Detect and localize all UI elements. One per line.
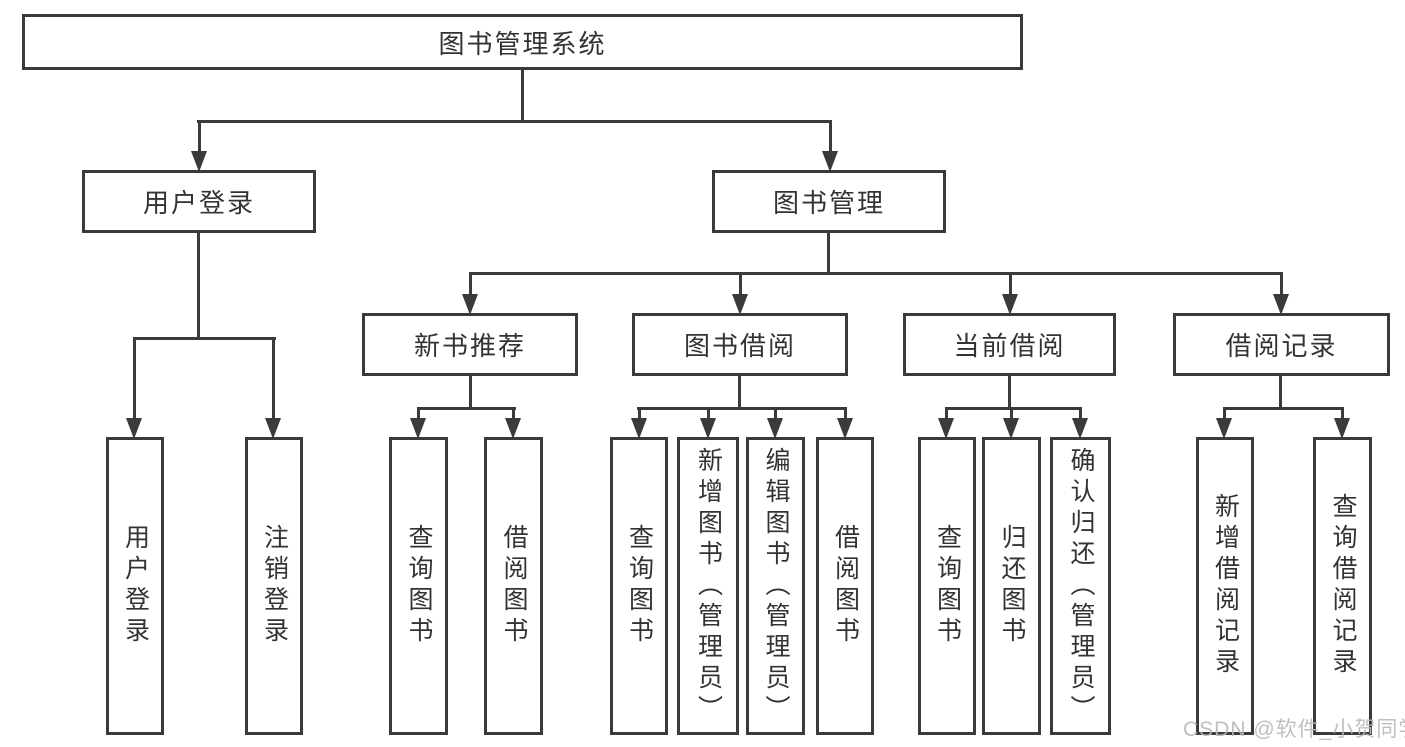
connector-hline: [133, 337, 276, 340]
leaf-logout-login: 注销登录: [245, 437, 303, 735]
node-label: 查询图书: [933, 524, 962, 648]
arrow-down-icon: [1072, 407, 1088, 439]
arrow-down-icon: [462, 272, 478, 315]
node-book-management: 图书管理: [712, 170, 946, 233]
connector-hline: [637, 407, 847, 410]
node-borrow-record: 借阅记录: [1173, 313, 1390, 376]
csdn-watermark: CSDN @软件_小贺同学: [1183, 718, 1405, 741]
arrow-down-icon: [191, 120, 207, 172]
node-root: 图书管理系统: [22, 14, 1023, 70]
node-label: 新增图书（管理员）: [694, 446, 723, 726]
connector-vline: [197, 233, 200, 340]
connector-vline: [738, 376, 741, 410]
node-label: 借阅记录: [1225, 331, 1338, 361]
connector-vline: [1279, 376, 1282, 410]
node-label: 用户登录: [142, 188, 255, 218]
connector-vline: [1008, 376, 1011, 410]
arrow-down-icon: [700, 407, 716, 439]
node-label: 借阅图书: [831, 524, 860, 648]
connector-hline: [469, 272, 1283, 275]
arrow-down-icon: [410, 407, 426, 439]
leaf-borrow-book-recommend: 借阅图书: [484, 437, 543, 735]
leaf-add-borrow-record: 新增借阅记录: [1196, 437, 1254, 735]
node-label: 查询图书: [625, 524, 654, 648]
arrow-down-icon: [631, 407, 647, 439]
node-book-borrow: 图书借阅: [632, 313, 848, 376]
node-label: 查询借阅记录: [1329, 493, 1357, 679]
leaf-query-book-current: 查询图书: [918, 437, 976, 735]
arrow-down-icon: [1002, 272, 1018, 315]
leaf-return-book: 归还图书: [982, 437, 1041, 735]
connector-hline: [945, 407, 1082, 410]
leaf-confirm-return-admin: 确认归还（管理员）: [1050, 437, 1111, 735]
node-label: 图书管理系统: [438, 28, 607, 59]
node-label: 图书借阅: [683, 331, 796, 361]
leaf-query-borrow-record: 查询借阅记录: [1313, 437, 1372, 735]
node-user-login: 用户登录: [82, 170, 316, 233]
arrow-down-icon: [938, 407, 954, 439]
node-label: 编辑图书（管理员）: [762, 446, 790, 726]
node-label: 新增借阅记录: [1211, 493, 1240, 679]
arrow-down-icon: [1273, 272, 1289, 315]
connector-vline: [827, 233, 830, 275]
node-label: 注销登录: [260, 524, 289, 648]
connector-hline: [197, 120, 832, 123]
node-label: 用户登录: [121, 524, 150, 648]
arrow-down-icon: [1334, 407, 1350, 439]
leaf-query-book-recommend: 查询图书: [389, 437, 448, 735]
node-label: 当前借阅: [953, 331, 1066, 361]
arrow-down-icon: [1216, 407, 1232, 439]
leaf-borrow-book: 借阅图书: [816, 437, 874, 735]
arrow-down-icon: [126, 337, 142, 439]
leaf-user-login: 用户登录: [106, 437, 164, 735]
arrow-down-icon: [822, 120, 838, 172]
leaf-edit-book-admin: 编辑图书（管理员）: [746, 437, 805, 735]
node-label: 借阅图书: [500, 524, 528, 648]
node-label: 归还图书: [998, 524, 1026, 648]
arrow-down-icon: [732, 272, 748, 315]
leaf-query-book: 查询图书: [610, 437, 668, 735]
connector-vline: [521, 69, 524, 123]
node-label: 查询图书: [405, 524, 433, 648]
arrow-down-icon: [1003, 407, 1019, 439]
connector-vline: [469, 376, 472, 410]
leaf-add-book-admin: 新增图书（管理员）: [677, 437, 739, 735]
connector-hline: [1223, 407, 1344, 410]
arrow-down-icon: [265, 337, 281, 439]
connector-hline: [417, 407, 516, 410]
node-label: 确认归还（管理员）: [1067, 446, 1095, 726]
arrow-down-icon: [505, 407, 521, 439]
node-label: 图书管理: [772, 188, 885, 218]
node-new-book-recommend: 新书推荐: [362, 313, 578, 376]
arrow-down-icon: [837, 407, 853, 439]
node-label: 新书推荐: [413, 331, 526, 361]
node-current-borrow: 当前借阅: [903, 313, 1116, 376]
arrow-down-icon: [767, 407, 783, 439]
